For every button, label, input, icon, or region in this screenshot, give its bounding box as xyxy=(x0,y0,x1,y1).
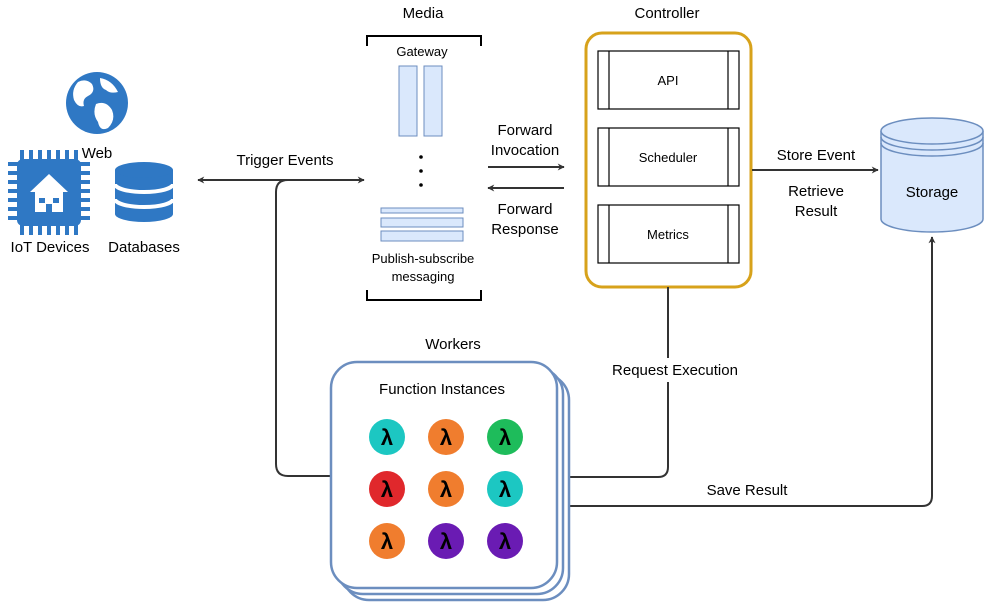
metrics-label: Metrics xyxy=(647,227,689,242)
pubsub-label-line2: messaging xyxy=(392,269,455,284)
svg-text:λ: λ xyxy=(381,425,393,450)
svg-text:λ: λ xyxy=(499,425,511,450)
metrics-module: Metrics xyxy=(597,204,740,264)
lambda-icon: λ xyxy=(369,419,405,455)
iot-chip-icon xyxy=(8,150,90,235)
request-execution-arrow xyxy=(557,287,669,481)
pubsub-label-line1: Publish-subscribe xyxy=(372,251,475,266)
svg-text:λ: λ xyxy=(499,477,511,502)
svg-text:λ: λ xyxy=(440,529,452,554)
retrieve-result-label-line2: Result xyxy=(795,203,838,220)
web-label: Web xyxy=(82,145,113,162)
controller-label: Controller xyxy=(634,5,699,22)
save-result-label: Save Result xyxy=(707,482,789,499)
media-top-bracket xyxy=(366,35,482,46)
trigger-events-label: Trigger Events xyxy=(237,152,334,169)
function-instances-label: Function Instances xyxy=(379,381,505,398)
databases-label: Databases xyxy=(108,239,180,256)
svg-text:λ: λ xyxy=(381,529,393,554)
save-result-arrow xyxy=(542,236,936,507)
lambda-icon: λ xyxy=(428,419,464,455)
lambda-icon: λ xyxy=(487,523,523,559)
media-bottom-bracket xyxy=(366,290,482,301)
lambda-icon: λ xyxy=(487,471,523,507)
scheduler-module: Scheduler xyxy=(597,127,740,187)
forward-response-label-line2: Response xyxy=(491,221,559,238)
function-instances-grid: λ λ λ λ λ λ λ λ λ xyxy=(369,419,523,559)
gateway-queue-right xyxy=(423,65,443,137)
storage-cylinder xyxy=(880,117,984,233)
globe-icon xyxy=(66,72,128,134)
pubsub-queue-2 xyxy=(380,217,464,228)
svg-text:λ: λ xyxy=(440,477,452,502)
svg-text:λ: λ xyxy=(499,529,511,554)
svg-text:λ: λ xyxy=(440,425,452,450)
api-label: API xyxy=(658,73,679,88)
iot-devices-label: IoT Devices xyxy=(11,239,90,256)
svg-text:λ: λ xyxy=(381,477,393,502)
trigger-to-workers-arrow xyxy=(275,179,356,480)
gateway-label: Gateway xyxy=(396,44,448,59)
request-execution-label: Request Execution xyxy=(612,362,738,379)
pubsub-queue-1 xyxy=(380,207,464,214)
media-label: Media xyxy=(403,5,445,22)
store-event-label: Store Event xyxy=(777,147,856,164)
ellipsis-dots xyxy=(419,155,423,187)
forward-response-label-line1: Forward xyxy=(497,201,552,218)
retrieve-result-label-line1: Retrieve xyxy=(788,183,844,200)
lambda-icon: λ xyxy=(369,471,405,507)
api-module: API xyxy=(597,50,740,110)
workers-label: Workers xyxy=(425,336,481,353)
database-icon xyxy=(113,162,175,222)
lambda-icon: λ xyxy=(487,419,523,455)
pubsub-queue-3 xyxy=(380,230,464,242)
storage-label: Storage xyxy=(906,184,959,201)
request-execution-label-bg xyxy=(598,358,748,382)
forward-invocation-label-line1: Forward xyxy=(497,122,552,139)
lambda-icon: λ xyxy=(428,523,464,559)
gateway-queue-left xyxy=(398,65,418,137)
lambda-icon: λ xyxy=(369,523,405,559)
lambda-icon: λ xyxy=(428,471,464,507)
forward-invocation-label-line2: Invocation xyxy=(491,142,559,159)
scheduler-label: Scheduler xyxy=(639,150,698,165)
